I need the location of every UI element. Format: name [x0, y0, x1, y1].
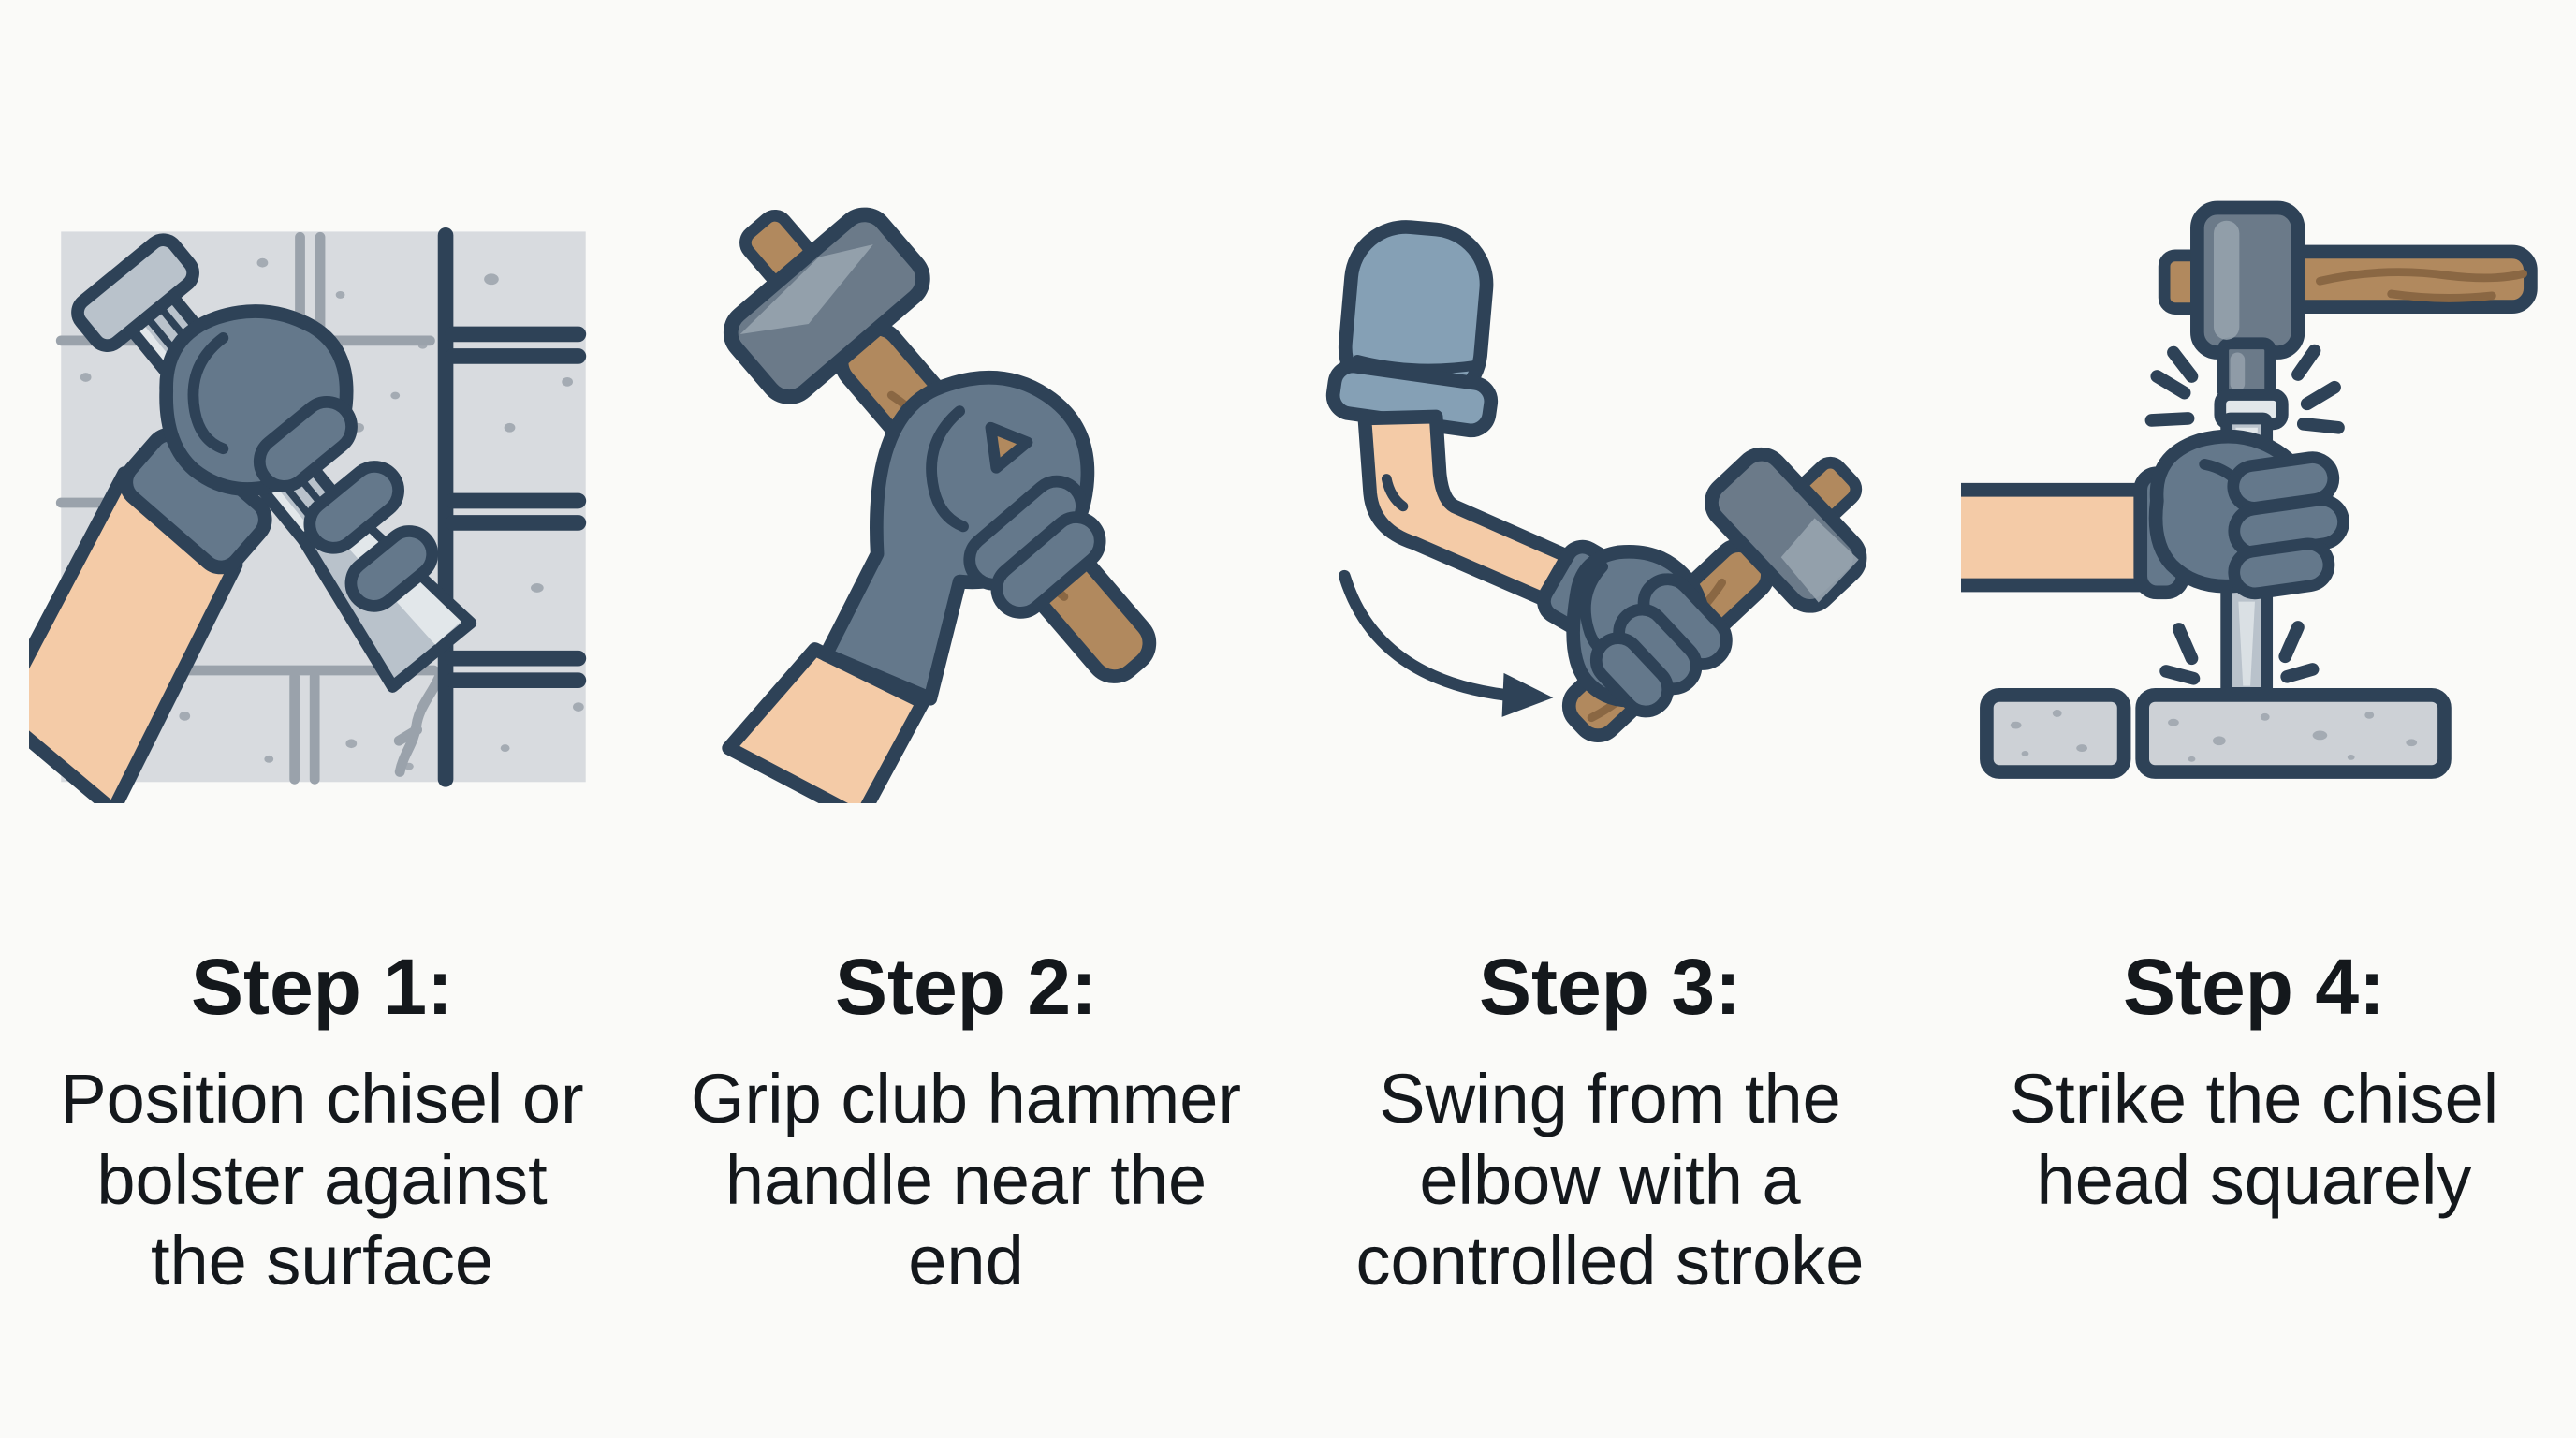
step2-grip-hammer-illustration [722, 207, 1157, 803]
step4-strike-chisel-illustration [1961, 200, 2538, 779]
step-description-line: end [908, 1222, 1024, 1300]
step-description-line: Swing from the [1379, 1060, 1841, 1137]
block-edge-joints [437, 227, 587, 787]
glove-fingers [1589, 573, 1733, 718]
swing-arrow-icon [1338, 569, 1554, 717]
step-description-line: the surface [150, 1222, 494, 1300]
handle-visible-through-grip [985, 421, 1033, 474]
forearm [1961, 482, 2170, 593]
elbow-crease [1381, 474, 1409, 512]
step-description-line: bolster against [96, 1140, 548, 1219]
step-description-line: head squarely [2036, 1140, 2472, 1219]
step-heading: Step 4: [2122, 943, 2386, 1031]
step-description-line: controlled stroke [1355, 1222, 1865, 1300]
step-description-line: Position chisel or [60, 1060, 584, 1137]
step-description-line: handle near the [724, 1140, 1208, 1219]
step-description: Position chisel or bolster against the s… [60, 1059, 583, 1302]
step-description-line: elbow with a [1419, 1140, 1801, 1219]
step-panel-4: Step 4: Strike the chisel head squarely [1932, 0, 2576, 1438]
step1-chisel-on-wall-illustration [29, 227, 587, 803]
impact-lines-lower [2159, 621, 2320, 685]
step-description: Swing from the elbow with a controlled s… [1356, 1059, 1865, 1302]
step-description-line: Grip club hammer [690, 1060, 1242, 1137]
club-hammer-icon [2158, 200, 2538, 403]
impact-lines-upper [2144, 344, 2345, 434]
step-panel-1: Step 1: Position chisel or bolster again… [0, 0, 644, 1438]
step-description-line: Strike the chisel [2009, 1060, 2499, 1137]
step-heading: Step 2: [834, 943, 1098, 1031]
step-heading: Step 3: [1478, 943, 1742, 1031]
step-panel-3: Step 3: Swing from the elbow with a cont… [1288, 0, 1932, 1438]
step-panel-2: Step 2: Grip club hammer handle near the… [644, 0, 1288, 1438]
glove-fingers [2227, 451, 2349, 600]
step-description: Grip club hammer handle near the end [691, 1059, 1241, 1302]
thumb-crease [926, 405, 969, 533]
step-heading: Step 1: [190, 943, 454, 1031]
concrete-slab [1980, 688, 2452, 779]
glove-fingers [963, 475, 1106, 619]
glove-fingers [253, 396, 439, 612]
step3-swing-from-elbow-illustration [1325, 220, 1867, 742]
thumb-crease [187, 332, 229, 455]
step-description: Strike the chisel head squarely [2010, 1059, 2498, 1221]
